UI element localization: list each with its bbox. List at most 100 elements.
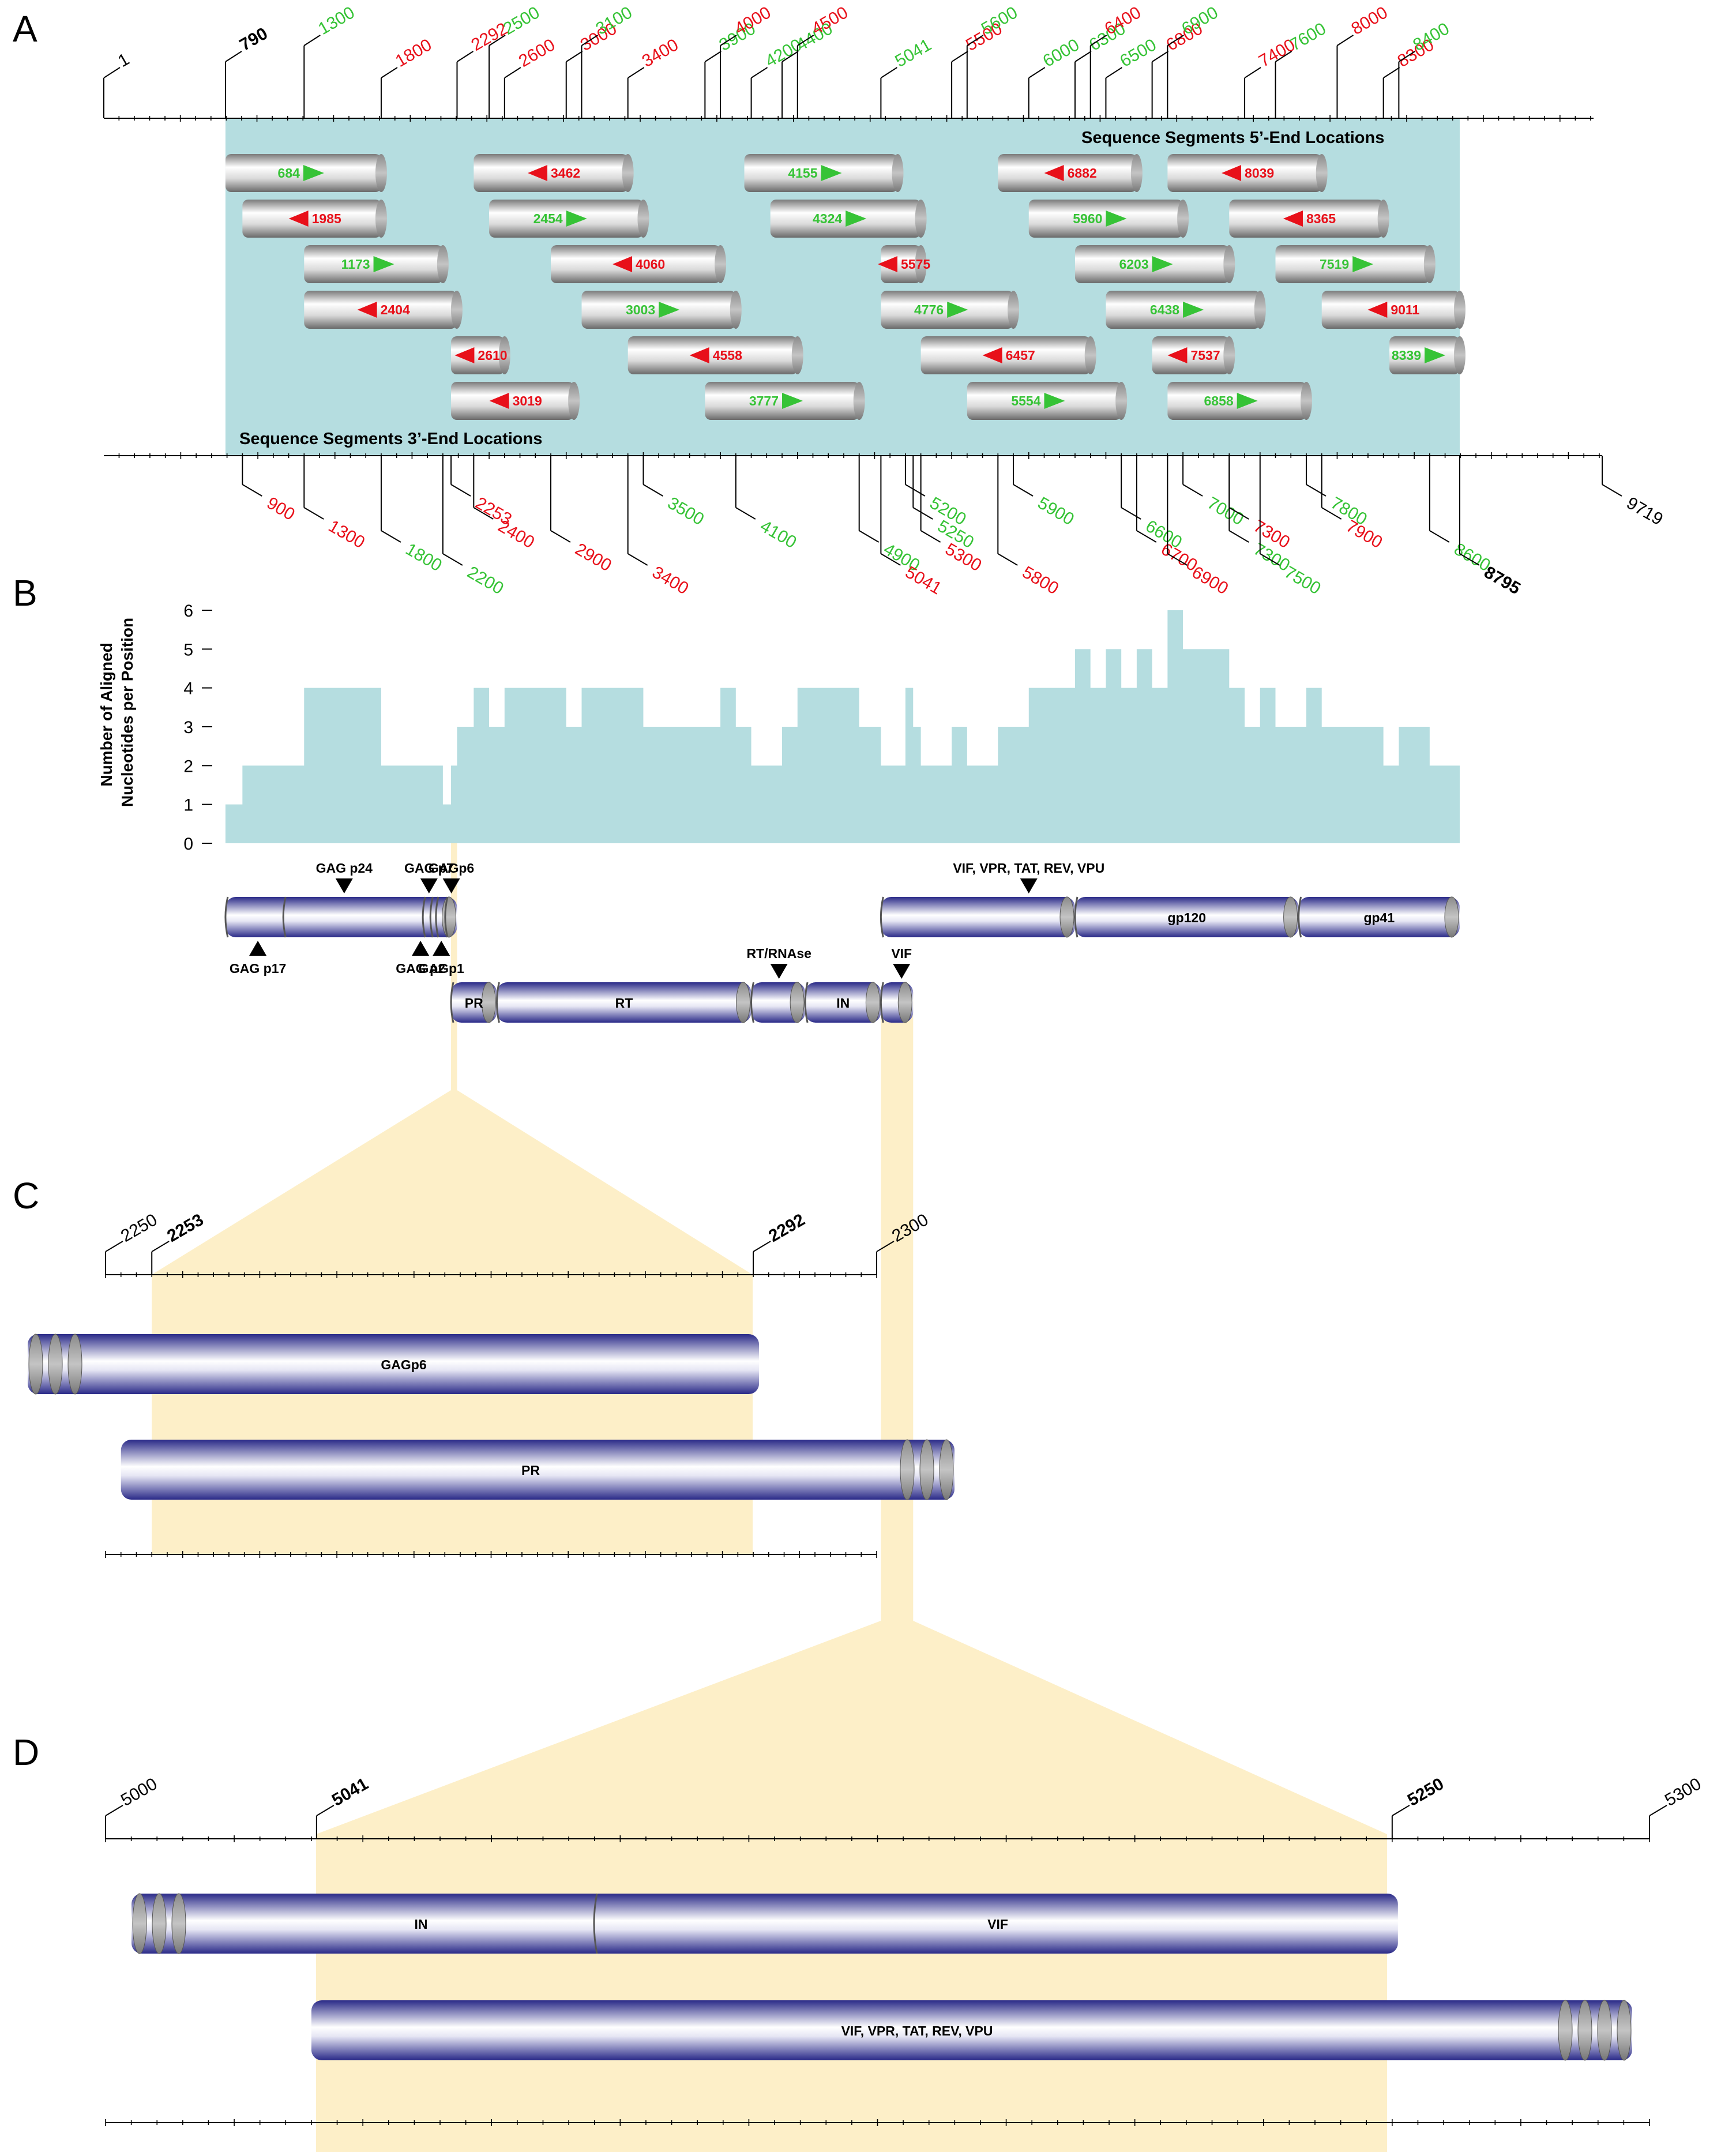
zoom-tick-label: 2250 [118, 1210, 160, 1246]
marker-label: GAG p7 [404, 861, 454, 876]
gene-cap [939, 1439, 954, 1500]
gene-body [131, 1894, 1398, 1954]
panel-label-d: D [13, 1732, 39, 1773]
segment-9011: 9011 [1321, 291, 1466, 329]
top-tick-leader [1336, 35, 1354, 46]
top-tick-label: 6500 [1117, 35, 1159, 71]
gene-divider [1074, 896, 1079, 938]
forward-arrow-icon [782, 393, 803, 409]
top-tick-label: 8000 [1348, 3, 1391, 39]
gene-cap [1577, 2000, 1592, 2061]
segment-cap [498, 336, 510, 374]
marker-label: GAGp6 [429, 861, 474, 876]
y-tick-label: 0 [183, 835, 193, 854]
bottom-tick-leader [1429, 530, 1450, 543]
zoom-tick-leader [1392, 1805, 1410, 1816]
segment-2404: 2404 [304, 291, 463, 329]
segment-cap [715, 245, 727, 283]
top-tick-leader [1167, 35, 1184, 46]
gene-cap [900, 1439, 915, 1500]
bottom-tick-label: 2900 [572, 539, 615, 575]
segment-cap [1300, 382, 1312, 420]
down-triangle-icon [893, 964, 911, 979]
bottom-tick-label: 6900 [1189, 562, 1231, 598]
top-tick-leader [1105, 67, 1122, 78]
gene-gp120 [1074, 896, 1299, 938]
top-tick-leader [967, 35, 984, 46]
marker-label: VIF [891, 946, 912, 961]
reverse-arrow-icon [288, 211, 309, 227]
segment-cap [1377, 200, 1389, 238]
bottom-tick-leader [1228, 507, 1249, 520]
segment-cap [375, 200, 387, 238]
gene-cap [481, 982, 496, 1023]
zoom-tick-label: 5000 [118, 1774, 160, 1810]
forward-arrow-icon [1425, 347, 1446, 363]
top-tick-leader [751, 67, 768, 78]
top-tick-leader [489, 35, 506, 46]
segment-6203: 6203 [1074, 245, 1235, 283]
bottom-tick-leader [1459, 553, 1480, 566]
segment-cap [1223, 245, 1235, 283]
top-tick-label: 2500 [500, 3, 543, 39]
segment-body [1229, 200, 1384, 238]
segment-6457: 6457 [920, 336, 1096, 374]
bottom-tick-leader [1182, 484, 1203, 497]
gene-cap [1597, 2000, 1612, 2061]
top-tick-label: 3400 [639, 35, 682, 71]
bottom-tick-leader [912, 507, 933, 520]
top-tick-leader [103, 67, 121, 78]
segment-label: 8339 [1392, 348, 1421, 363]
forward-arrow-icon [1237, 393, 1258, 409]
top-tick-label: 1 [115, 50, 133, 71]
bottom-tick-leader [1260, 553, 1280, 566]
segment-4155: 4155 [744, 154, 904, 192]
top-tick-leader [1152, 51, 1169, 62]
down-triangle-icon [442, 878, 460, 893]
reverse-arrow-icon [878, 256, 898, 272]
top-tick-leader [720, 35, 737, 46]
gene-divider [224, 896, 229, 938]
bottom-tick-leader [1167, 553, 1188, 566]
segment-4558: 4558 [627, 336, 803, 374]
segment-5960: 5960 [1028, 200, 1189, 238]
gene-label: VIF, VPR, TAT, REV, VPU [841, 2023, 993, 2038]
bottom-tick-label: 3400 [649, 562, 692, 598]
forward-arrow-icon [846, 211, 867, 227]
bottom-tick-leader [1321, 507, 1342, 520]
segment-7519: 7519 [1275, 245, 1436, 283]
three-prime-caption: Sequence Segments 3’-End Locations [239, 430, 542, 448]
gene-cap [1283, 896, 1298, 938]
gene-divider [1298, 896, 1302, 938]
top-tick-leader [381, 67, 398, 78]
gene-cap [1558, 2000, 1573, 2061]
gene-gagp6 [28, 1334, 760, 1395]
segment-3777: 3777 [705, 382, 865, 420]
segment-label: 2454 [533, 211, 563, 226]
y-tick-label: 6 [183, 602, 193, 621]
gene-divider [495, 982, 500, 1023]
segment-body [627, 336, 798, 374]
forward-arrow-icon [373, 256, 394, 272]
forward-arrow-icon [1152, 256, 1173, 272]
bottom-tick-leader [642, 484, 663, 497]
segment-3003: 3003 [581, 291, 742, 329]
gene-label: IN [415, 1917, 428, 1932]
bottom-tick-leader [303, 507, 324, 520]
segment-cap [1130, 154, 1143, 192]
bottom-tick-leader [627, 553, 648, 566]
top-tick-label: 6000 [1040, 35, 1083, 71]
segment-label: 4324 [813, 211, 842, 226]
gene-divider [593, 1893, 598, 1954]
gene-body [1298, 897, 1460, 937]
bottom-tick-leader [880, 553, 901, 566]
segment-cap [1254, 291, 1266, 329]
segment-body [1389, 336, 1460, 374]
up-triangle-icon [433, 941, 450, 956]
top-tick-leader [504, 67, 521, 78]
reverse-arrow-icon [1167, 347, 1188, 363]
marker-label: GAGp1 [419, 961, 464, 976]
zoom-tick-label: 5041 [329, 1774, 371, 1810]
segment-body [1321, 291, 1460, 329]
background-shading [152, 118, 1460, 2152]
